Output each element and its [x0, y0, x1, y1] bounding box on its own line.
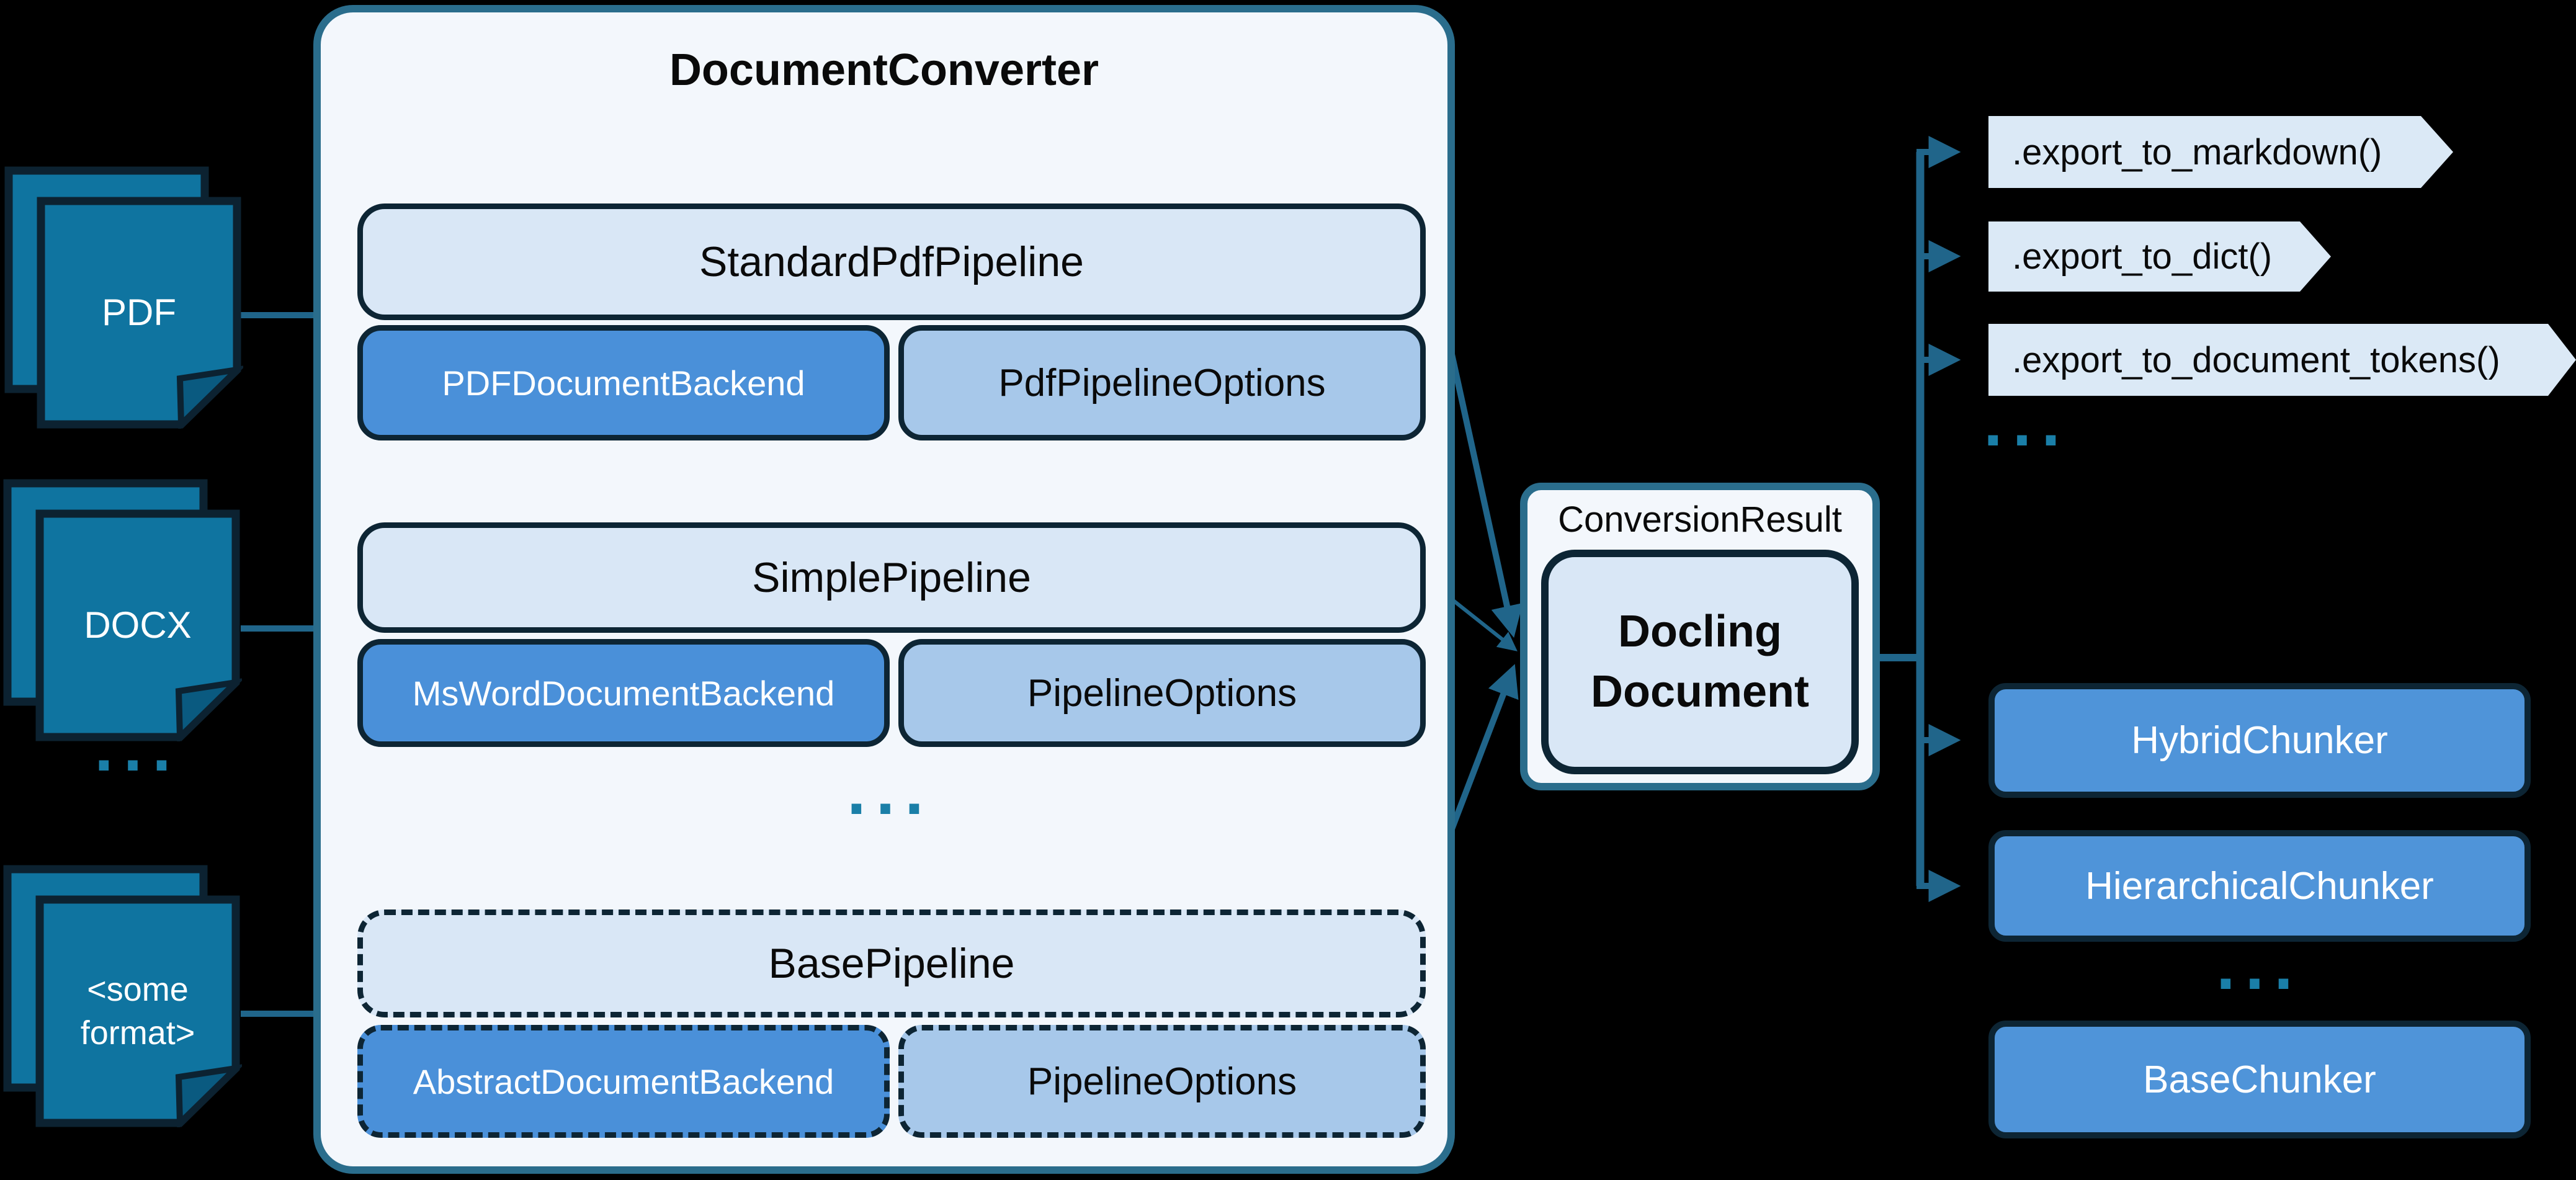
hierarchical-chunker-box: HierarchicalChunker — [1988, 830, 2531, 942]
standard-pdf-pipeline-box: StandardPdfPipeline — [357, 203, 1426, 320]
document-stack-icon — [4, 166, 243, 429]
exports-ellipsis: ... — [1983, 384, 2070, 460]
docling-document-box: Docling Document — [1541, 550, 1859, 774]
ms-word-document-backend-box: MsWordDocumentBackend — [357, 639, 890, 747]
document-converter-box: DocumentConverter StandardPdfPipeline PD… — [313, 5, 1455, 1174]
export-to-markdown-flag: .export_to_markdown() — [1988, 116, 2453, 188]
pdf-documents-icon: PDF — [1, 165, 243, 429]
chunkers-ellipsis: ... — [2216, 927, 2303, 1004]
pipeline-options-box: PipelineOptions — [898, 639, 1426, 747]
base-pipeline-box: BasePipeline — [357, 910, 1426, 1017]
pdf-label: PDF — [102, 292, 176, 333]
pdf-pipeline-options-box: PdfPipelineOptions — [898, 325, 1426, 440]
conversion-result-label: ConversionResult — [1558, 499, 1842, 540]
docling-document-line1: Docling — [1618, 606, 1782, 656]
abstract-document-backend-box: AbstractDocumentBackend — [357, 1025, 890, 1138]
simple-pipeline-box: SimplePipeline — [357, 522, 1426, 633]
document-stack-icon — [3, 479, 242, 741]
document-stack-icon — [3, 865, 242, 1127]
docx-documents-icon: DOCX — [0, 478, 242, 741]
pipelines-ellipsis: ... — [847, 753, 934, 829]
some-format-label: <some format> — [80, 970, 195, 1052]
conversion-result-box: ConversionResult Docling Document — [1520, 483, 1880, 790]
hybrid-chunker-box: HybridChunker — [1988, 683, 2531, 798]
docx-label: DOCX — [84, 604, 192, 646]
docling-document-line2: Document — [1590, 667, 1810, 717]
document-converter-title: DocumentConverter — [669, 45, 1099, 95]
pdf-document-backend-box: PDFDocumentBackend — [357, 325, 890, 440]
base-chunker-box: BaseChunker — [1988, 1021, 2531, 1138]
some-format-documents-icon: <some format> — [0, 864, 242, 1127]
export-to-dict-flag: .export_to_dict() — [1988, 221, 2331, 292]
export-to-document-tokens-flag: .export_to_document_tokens() — [1988, 324, 2576, 396]
inputs-ellipsis: ... — [94, 709, 181, 785]
base-pipeline-options-box: PipelineOptions — [898, 1025, 1426, 1138]
